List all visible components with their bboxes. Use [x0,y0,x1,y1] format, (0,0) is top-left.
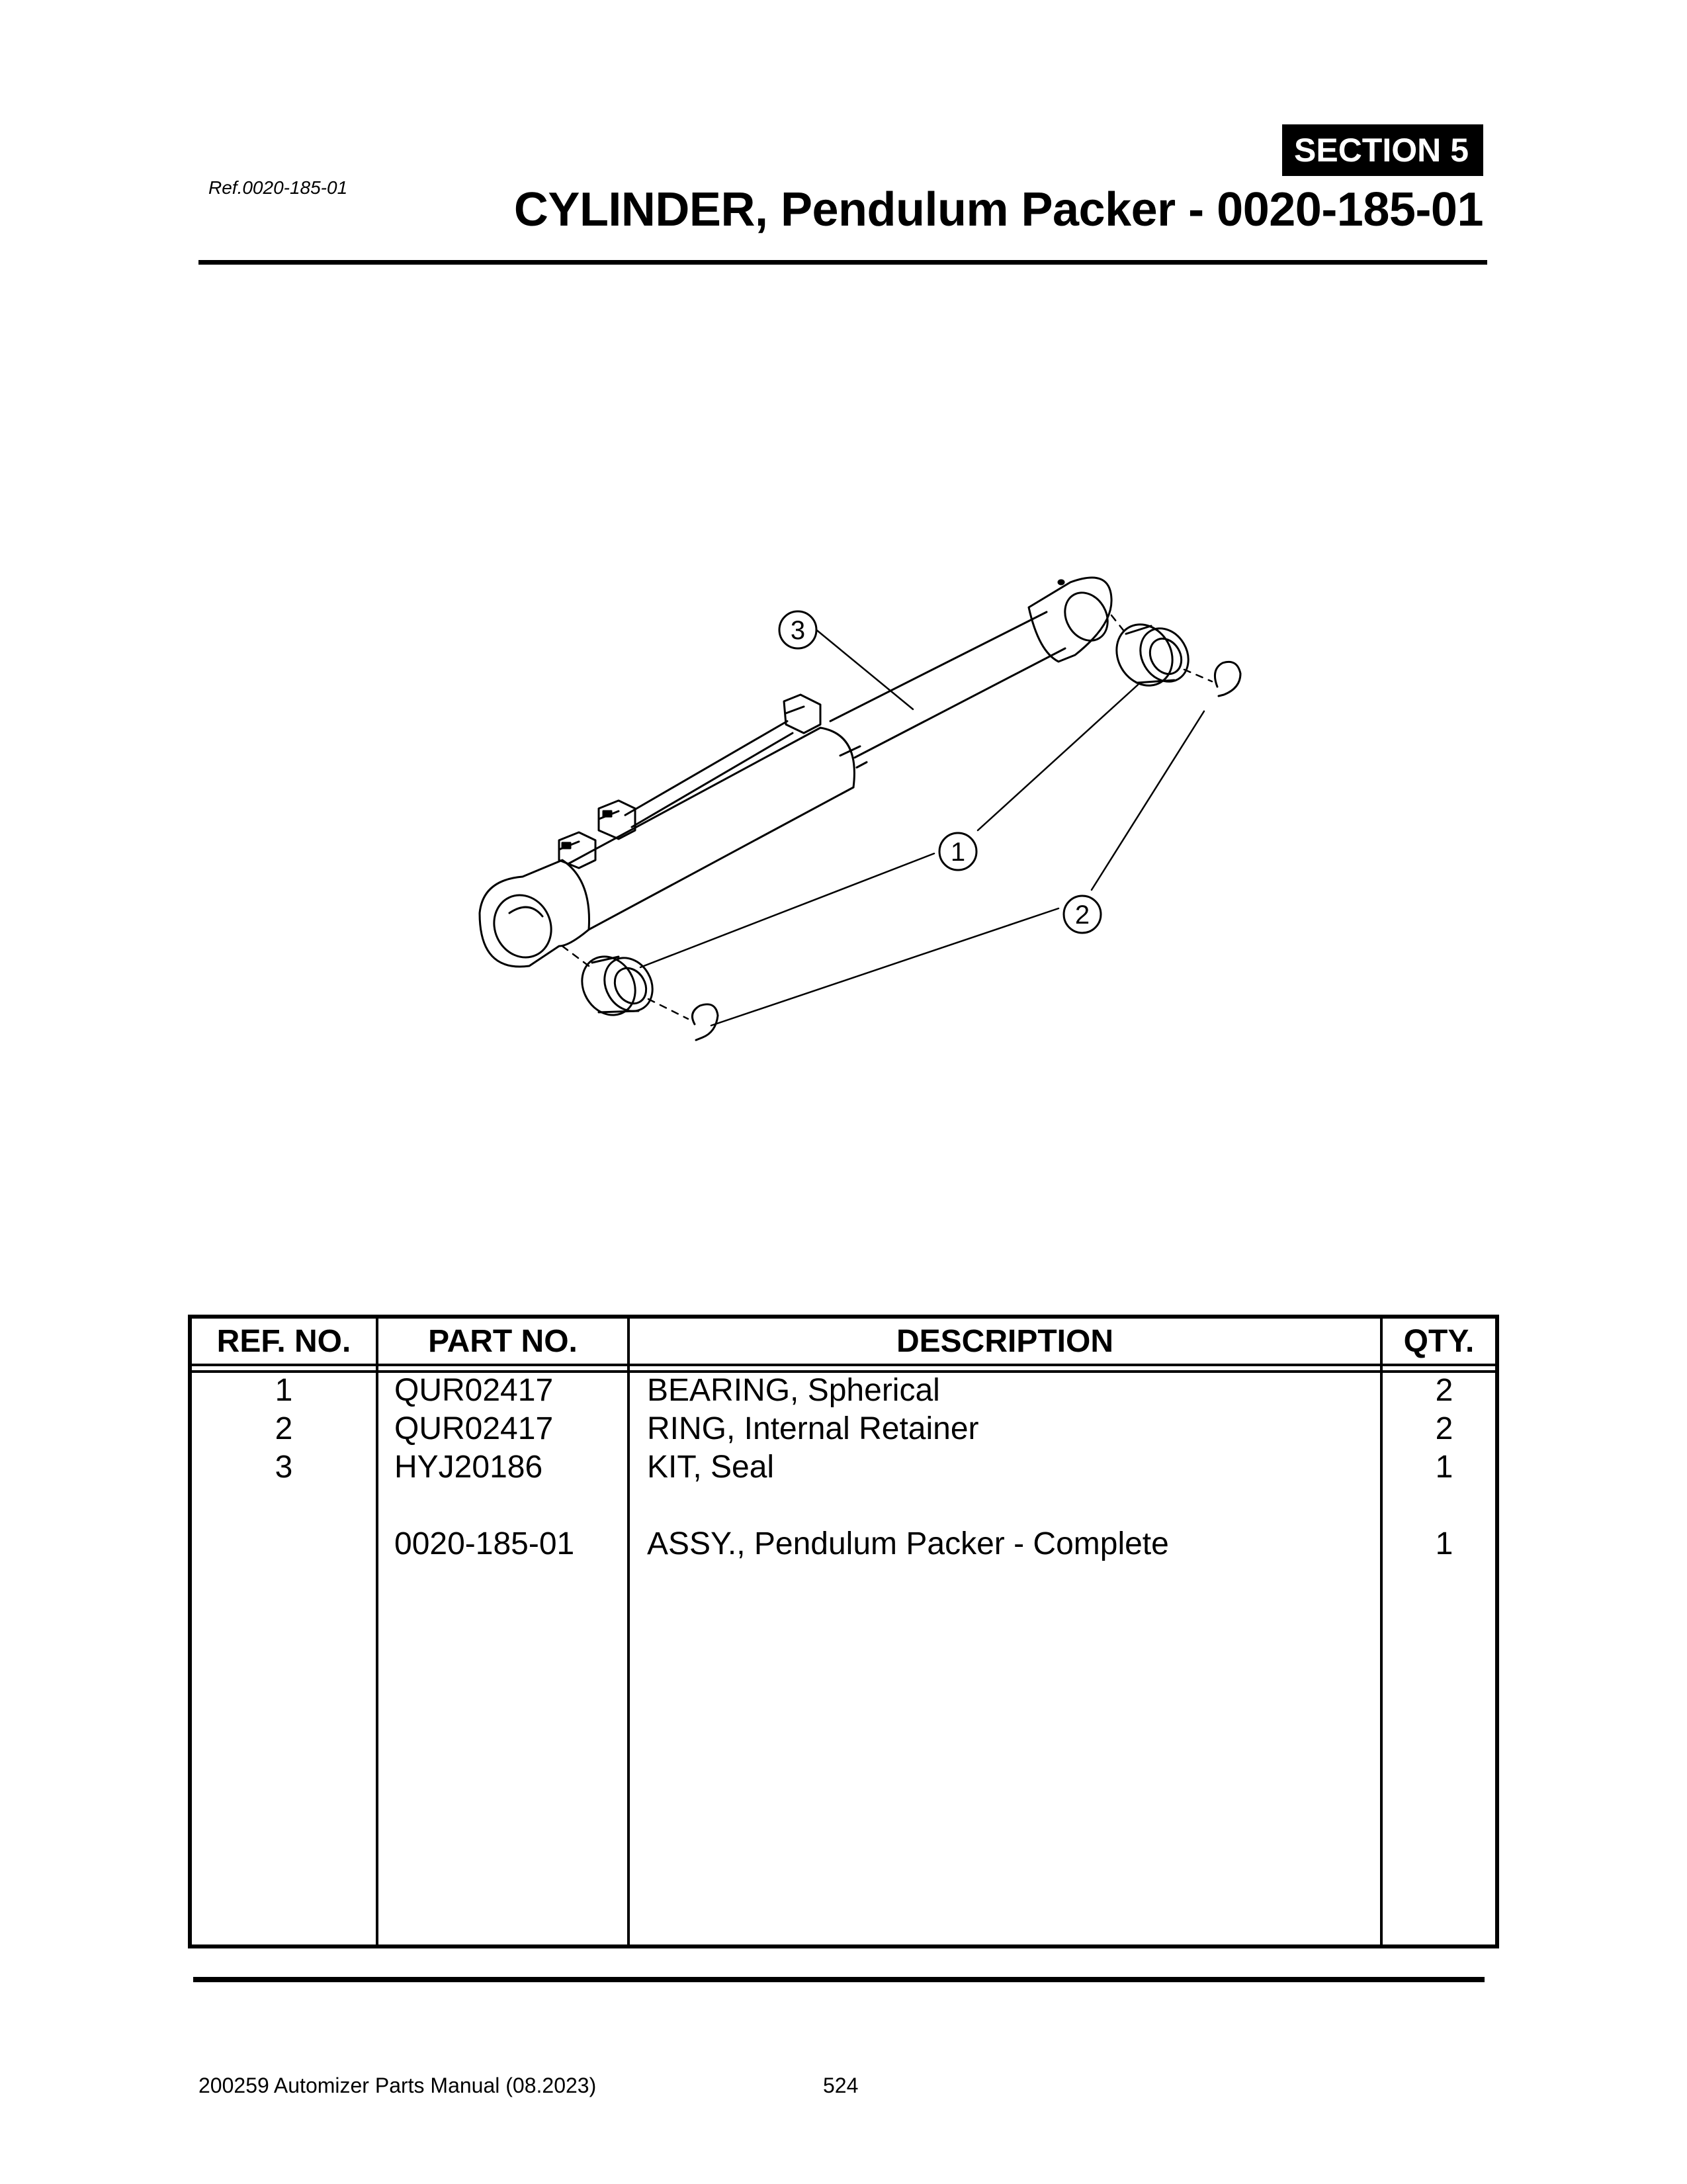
description-cell: BEARING, Spherical [647,1373,940,1408]
callout-label: 3 [791,616,805,645]
part-cell: QUR02417 [394,1373,554,1408]
header-description: DESCRIPTION [896,1323,1114,1359]
header-part-no: PART NO. [428,1323,578,1359]
table-row: 1 QUR02417 BEARING, Spherical 2 [192,1372,1495,1410]
ref-cell: 3 [275,1450,293,1485]
page-title: CYLINDER, Pendulum Packer - 0020-185-01 [513,183,1484,236]
bearing-upper [1115,623,1190,687]
description-cell: KIT, Seal [647,1450,775,1485]
header-rule [192,1364,1495,1366]
callout-label: 2 [1075,900,1090,930]
column-divider [1380,1319,1383,1944]
header-rule [192,1370,1495,1373]
part-cell: HYJ20186 [394,1450,543,1485]
footer-divider [193,1977,1485,1982]
retaining-ring-lower [691,1003,719,1041]
table-row: 0020-185-01 ASSY., Pendulum Packer - Com… [192,1525,1495,1563]
description-cell: ASSY., Pendulum Packer - Complete [647,1526,1169,1561]
section-badge: SECTION 5 [1282,124,1483,176]
hydraulic-tube [558,693,822,869]
page-number: 524 [823,2074,859,2097]
part-cell: QUR02417 [394,1411,554,1446]
qty-cell: 1 [1435,1526,1453,1561]
qty-cell: 1 [1435,1450,1453,1485]
column-divider [376,1319,378,1944]
header-divider [198,260,1487,265]
section-number: 5 [1450,132,1469,169]
table-row: 2 QUR02417 RING, Internal Retainer 2 [192,1410,1495,1448]
piston-rod [829,611,1066,759]
base-end-eye [478,859,590,968]
qty-cell: 2 [1435,1373,1453,1408]
table-row: 3 HYJ20186 KIT, Seal 1 [192,1448,1495,1487]
footer-manual-title: 200259 Automizer Parts Manual (08.2023) [198,2074,597,2097]
ref-cell: 2 [275,1411,293,1446]
header-ref-no: REF. NO. [216,1323,351,1359]
reference-number: Ref.0020-185-01 [208,177,348,198]
section-label: SECTION [1294,132,1442,169]
retaining-ring-upper [1213,660,1242,697]
rod-end-eye [1027,576,1113,663]
description-cell: RING, Internal Retainer [647,1411,979,1446]
parts-table: REF. NO. PART NO. DESCRIPTION QTY. 1 QUR… [188,1315,1499,1948]
cylinder-exploded-diagram: 3 1 2 [478,576,1242,1041]
qty-cell: 2 [1435,1411,1453,1446]
callout-label: 1 [951,838,965,867]
header-qty: QTY. [1403,1323,1475,1359]
ref-cell: 1 [275,1373,293,1408]
bearing-lower [581,955,654,1016]
column-divider [627,1319,630,1944]
part-cell: 0020-185-01 [394,1526,575,1561]
cylinder-barrel [568,726,868,931]
